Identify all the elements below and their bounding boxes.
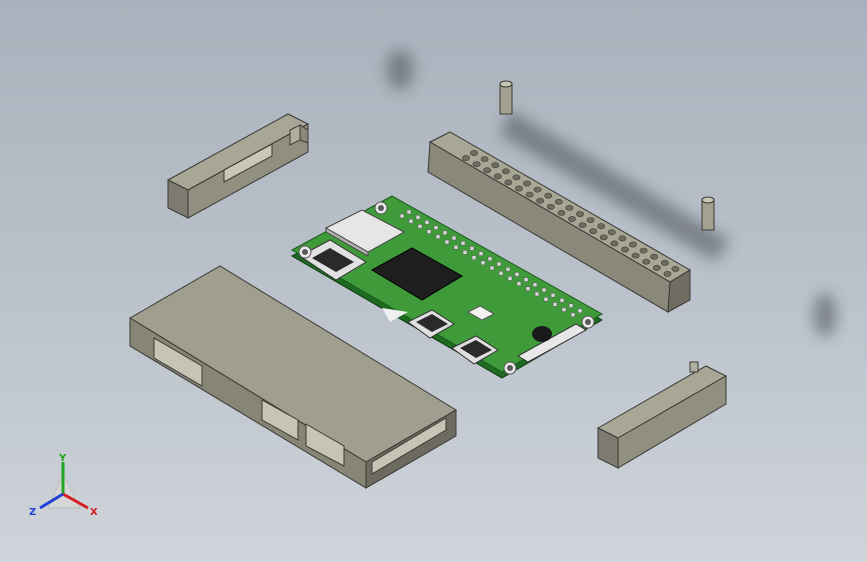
header-hole [660,259,669,266]
standoff-pin-right[interactable] [701,196,715,231]
header-hole [533,186,542,193]
gpio-pin [532,282,538,288]
header-hole [599,234,608,241]
gpio-pin [550,292,556,298]
gpio-pin [471,255,477,260]
header-hole [578,222,587,228]
gpio-pin [568,303,574,308]
header-hole [501,168,510,175]
gpio-pin [415,214,421,220]
header-hole [504,179,513,186]
gpio-pin [487,256,493,262]
gpio-pin [462,250,468,255]
header-hole [480,156,489,162]
gpio-pin [534,291,540,297]
header-hole [565,204,574,211]
gpio-pin [451,235,457,241]
gpio-header[interactable] [427,131,691,313]
gpio-pin [408,218,414,224]
header-hole [629,241,637,248]
header-hole [536,197,545,204]
gpio-pin [570,312,576,318]
gpio-pin [426,229,432,234]
gpio-pin [498,270,504,276]
gpio-pin [435,234,441,240]
gpio-pin [516,281,522,286]
gpio-pin [496,261,502,267]
header-hole [652,264,661,271]
header-hole [462,155,470,161]
standoff-pin-top[interactable] [499,80,513,115]
header-hole [618,235,627,242]
shadows [386,50,837,337]
header-hole [472,161,481,167]
header-hole [554,198,563,205]
header-pin-holes [462,150,680,277]
gpio-pin [444,239,450,245]
gpio-pin [433,225,439,230]
header-hole [642,258,651,265]
gpio-pin [561,307,567,312]
end-cap-right[interactable] [596,361,728,469]
gpio-pin [406,209,412,215]
header-hole [470,150,478,156]
header-hole [512,174,521,181]
header-hole [523,180,531,187]
header-hole [607,229,616,236]
header-hole [576,211,584,217]
header-hole [483,167,492,174]
gpio-pin [559,298,565,303]
gpio-pin [543,296,549,302]
pcb-board[interactable] [290,195,604,379]
gpio-pin-row [399,209,583,318]
header-hole [493,173,502,180]
gpio-pin [460,240,466,246]
header-hole [515,185,523,192]
gpio-pin [577,308,583,314]
header-hole [631,252,640,259]
gpio-pin [523,277,529,282]
z-axis-label: Z [29,507,36,518]
gpio-pin [453,244,459,250]
gpio-pin [489,265,495,271]
gpio-pin [552,302,558,307]
header-hole [546,203,555,210]
header-hole [671,265,680,272]
gpio-pin [525,286,531,292]
x-axis-arrow-icon [62,492,89,510]
header-hole [586,217,595,223]
axis-triad: Y X Z [29,453,98,518]
header-hole [557,209,566,216]
header-hole [621,246,629,253]
gpio-pin [442,230,448,236]
gpio-pin [478,251,484,256]
gpio-pin [507,276,513,281]
z-axis-arrow-icon [39,492,64,510]
header-hole [663,270,672,277]
gpio-pin [399,213,405,219]
header-hole [650,253,659,260]
gpio-pin [480,260,486,266]
gpio-pin [469,246,475,251]
header-hole [568,216,576,222]
y-axis-label: Y [58,453,67,464]
header-hole [525,191,534,198]
header-hole [597,223,606,230]
gpio-pin [424,220,430,225]
gpio-pin [505,266,511,272]
header-hole [491,162,500,169]
case-base[interactable] [129,265,457,489]
gpio-pin [541,287,547,293]
gpio-pin [514,272,520,277]
header-hole [544,192,553,199]
end-cap-left[interactable] [166,113,310,219]
header-hole [610,240,619,247]
x-axis-label: X [90,507,98,518]
header-hole [589,228,598,235]
gpio-pin [417,224,423,229]
header-hole [639,247,648,254]
